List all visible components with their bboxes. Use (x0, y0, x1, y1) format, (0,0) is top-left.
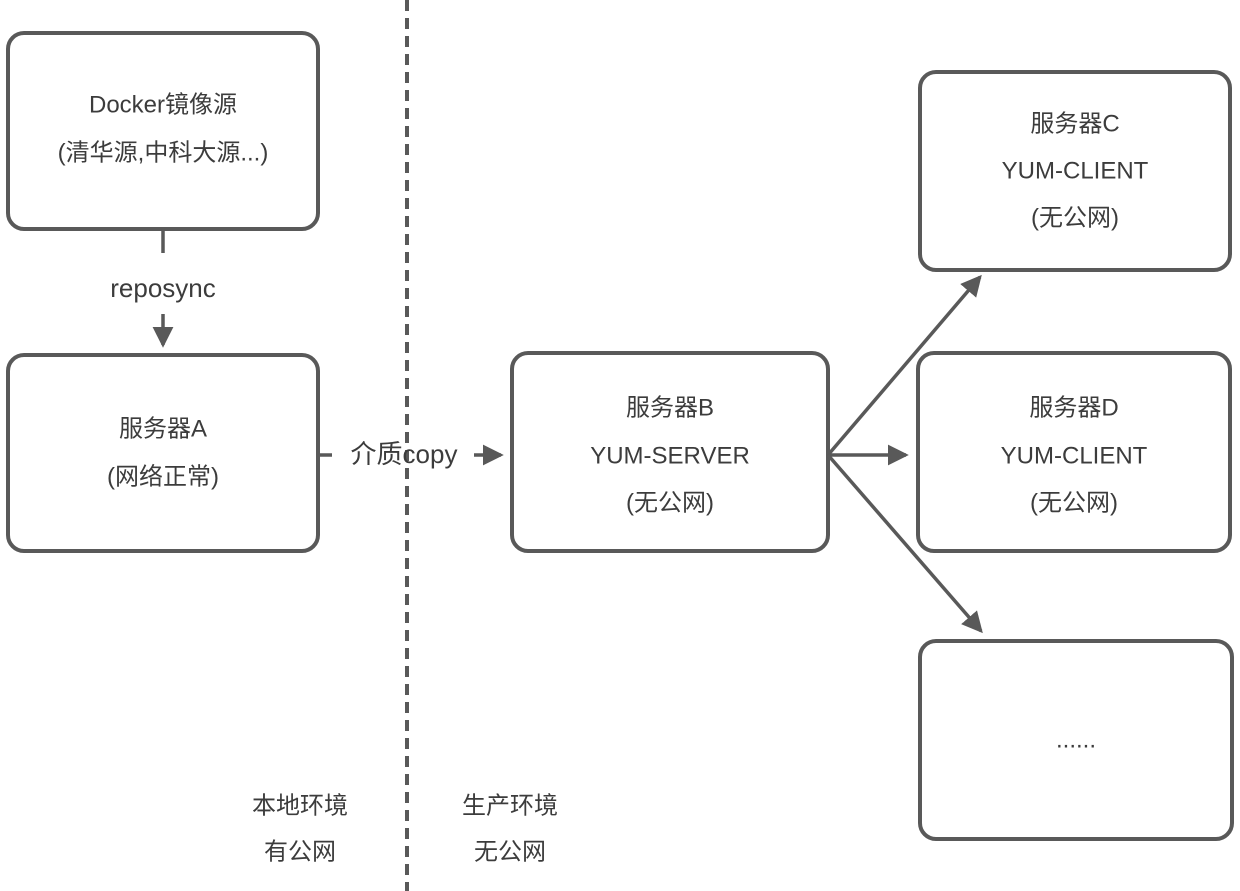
zone-label-production: 生产环境 无公网 (462, 793, 558, 866)
server-c-box (918, 70, 1232, 272)
more-servers-box (918, 639, 1234, 841)
local-zone-label-line-1: 本地环境 (252, 793, 348, 820)
edge-media-copy: 介质copy (320, 439, 504, 469)
production-zone-label-line-1: 生产环境 (462, 793, 558, 820)
server-c-label-line-3: (无公网) (1031, 205, 1119, 232)
zone-label-local: 本地环境 有公网 (252, 793, 348, 866)
node-server-a: 服务器A (网络正常) (6, 353, 320, 553)
server-a-label-line-1: 服务器A (119, 416, 207, 443)
production-zone-label-line-2: 无公网 (474, 839, 546, 866)
server-a-label-line-2: (网络正常) (107, 464, 219, 491)
server-b-box (510, 351, 830, 553)
server-d-label-line-1: 服务器D (1029, 395, 1118, 422)
server-b-label-line-3: (无公网) (626, 490, 714, 517)
node-more-servers: ...... (918, 639, 1234, 841)
node-server-c: 服务器C YUM-CLIENT (无公网) (918, 70, 1232, 272)
edge-b-to-more (826, 453, 983, 634)
docker-source-box (6, 31, 320, 231)
server-d-label-line-3: (无公网) (1030, 490, 1118, 517)
node-server-d: 服务器D YUM-CLIENT (无公网) (916, 351, 1232, 553)
more-servers-label: ...... (1056, 727, 1096, 754)
server-c-label-line-1: 服务器C (1030, 111, 1119, 138)
media-copy-edge-label: 介质copy (351, 439, 458, 469)
node-server-b: 服务器B YUM-SERVER (无公网) (510, 351, 830, 553)
server-b-label-line-1: 服务器B (626, 395, 714, 422)
server-c-label-line-2: YUM-CLIENT (1002, 158, 1149, 185)
server-d-label-line-2: YUM-CLIENT (1001, 443, 1148, 470)
server-b-label-line-2: YUM-SERVER (590, 443, 750, 470)
server-d-box (916, 351, 1232, 553)
edge-b-to-c (826, 274, 982, 457)
reposync-edge-label: reposync (110, 273, 216, 303)
local-zone-label-line-2: 有公网 (264, 839, 336, 866)
server-a-box (6, 353, 320, 553)
docker-source-label-line-2: (清华源,中科大源...) (58, 140, 269, 167)
node-docker-source: Docker镜像源 (清华源,中科大源...) (6, 31, 320, 231)
edge-reposync: reposync (110, 229, 216, 348)
docker-source-label-line-1: Docker镜像源 (89, 92, 237, 119)
